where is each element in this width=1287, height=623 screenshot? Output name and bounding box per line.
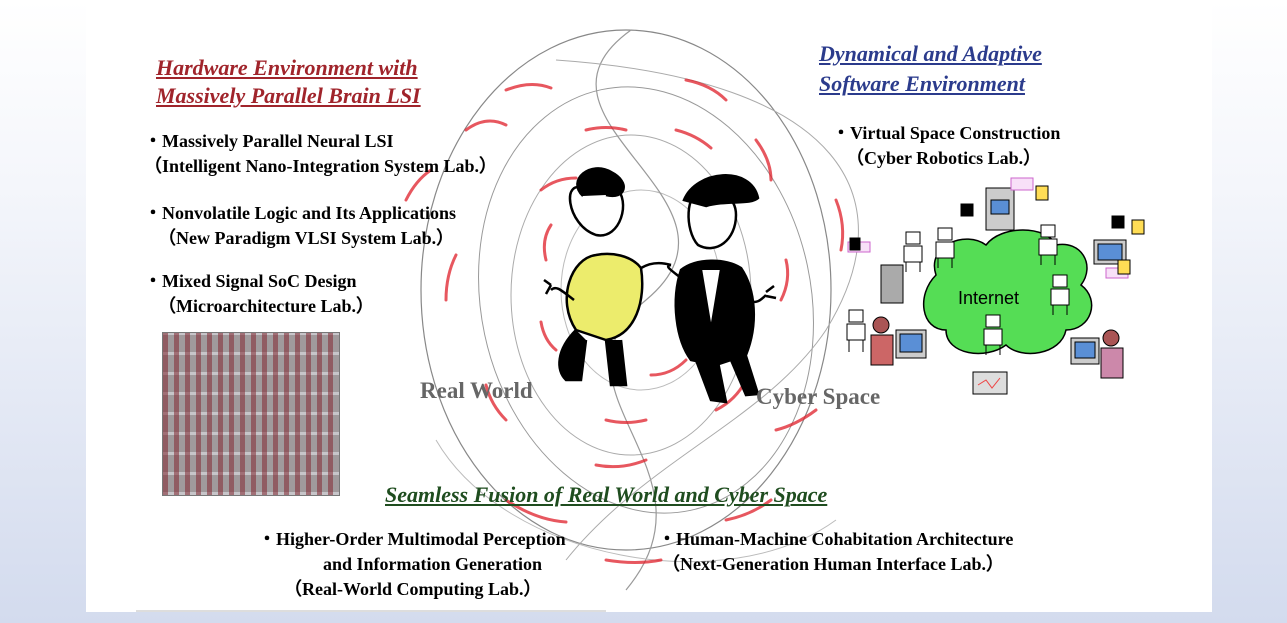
diagram-artwork bbox=[136, 29, 1145, 612]
hardware-title-line1: Hardware Environment with bbox=[156, 55, 418, 80]
hardware-item-3-line2: （Microarchitecture Lab.） bbox=[158, 296, 374, 316]
fusion-left-line3: （Real-World Computing Lab.） bbox=[284, 579, 542, 599]
person-at-computer-icon bbox=[1070, 329, 1124, 379]
computer-icon bbox=[1093, 239, 1127, 265]
fusion-right-line1: ・Human-Machine Cohabitation Architecture bbox=[658, 529, 1014, 549]
speaker-icon bbox=[849, 237, 861, 251]
software-title-line1: Dynamical and Adaptive bbox=[819, 41, 1042, 66]
robot-icon bbox=[983, 314, 1003, 355]
chart-icon bbox=[1131, 219, 1145, 235]
fusion-left-line2: and Information Generation bbox=[323, 554, 543, 574]
computer-icon bbox=[880, 264, 904, 304]
hardware-item-3-line1: ・Mixed Signal SoC Design bbox=[144, 271, 357, 291]
fusion-title: Seamless Fusion of Real World and Cyber … bbox=[385, 482, 828, 507]
robot-icon bbox=[903, 231, 923, 272]
couple-illustration bbox=[543, 167, 777, 404]
software-title-line2: Software Environment bbox=[819, 71, 1025, 96]
slide: Hardware Environment with Massively Para… bbox=[86, 0, 1212, 612]
internet-cloud bbox=[922, 229, 1093, 355]
software-item-1-line2: （Cyber Robotics Lab.） bbox=[846, 148, 1042, 168]
brain-lsi-chip-image bbox=[162, 332, 340, 496]
cyber-space-label: Cyber Space bbox=[756, 384, 881, 409]
chart-icon bbox=[1035, 185, 1049, 201]
speaker-icon bbox=[960, 203, 974, 217]
software-item-1-line1: ・Virtual Space Construction bbox=[832, 123, 1061, 143]
robot-icon bbox=[1038, 224, 1058, 265]
fusion-left-line1: ・Higher-Order Multimodal Perception bbox=[258, 529, 566, 549]
hardware-item-2-line1: ・Nonvolatile Logic and Its Applications bbox=[144, 203, 457, 223]
hardware-item-2-line2: （New Paradigm VLSI System Lab.） bbox=[158, 228, 455, 248]
hardware-item-1-line1: ・Massively Parallel Neural LSI bbox=[144, 131, 394, 151]
real-world-label: Real World bbox=[420, 378, 533, 403]
fusion-right-line2: （Next-Generation Human Interface Lab.） bbox=[662, 554, 1004, 574]
person-at-computer-icon bbox=[870, 316, 927, 366]
robot-icon bbox=[846, 309, 866, 352]
computer-icon bbox=[985, 187, 1015, 231]
speaker-icon bbox=[1111, 215, 1125, 229]
robot-icon bbox=[935, 227, 955, 268]
internet-network-illustration bbox=[846, 177, 1145, 395]
laptop-icon bbox=[972, 371, 1008, 395]
chart-icon bbox=[1117, 259, 1131, 275]
hardware-item-1-line2: （Intelligent Nano-Integration System Lab… bbox=[144, 156, 498, 176]
internet-label: Internet bbox=[958, 288, 1020, 308]
robot-icon bbox=[1050, 274, 1070, 315]
mail-icon bbox=[1010, 177, 1034, 191]
hardware-title-line2: Massively Parallel Brain LSI bbox=[156, 83, 421, 108]
